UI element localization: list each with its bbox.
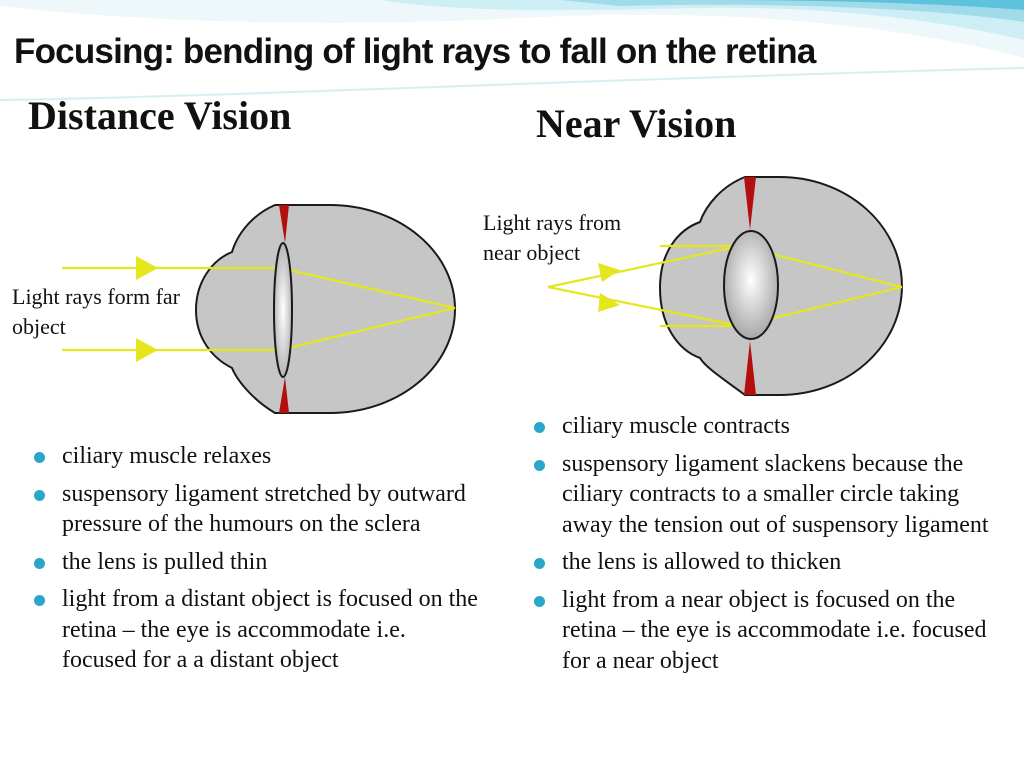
ray-arrow-icon <box>136 338 158 362</box>
thick-lens <box>723 230 779 340</box>
list-item: the lens is allowed to thicken <box>532 547 1002 578</box>
ciliary-muscle-top <box>744 177 756 230</box>
near-vision-eye-diagram <box>547 176 903 396</box>
near-object-ray-label: Light rays from near object <box>483 210 622 265</box>
header-wave-decoration <box>0 0 1024 101</box>
ray-arrow-icon <box>136 256 158 280</box>
ciliary-muscle-top <box>279 205 289 243</box>
list-item: the lens is pulled thin <box>32 547 482 578</box>
distance-light-rays <box>62 266 456 352</box>
near-vision-heading: Near Vision <box>536 101 737 146</box>
distance-eyeball <box>194 204 456 414</box>
list-item: light from a near object is focused on t… <box>532 585 1002 677</box>
list-item: ciliary muscle relaxes <box>32 441 482 472</box>
distance-vision-heading: Distance Vision <box>28 93 292 138</box>
distance-vision-eye-diagram <box>62 204 456 414</box>
ray-arrow-icon <box>598 293 620 312</box>
list-item: light from a distant object is focused o… <box>32 584 482 676</box>
list-item: ciliary muscle contracts <box>532 411 1002 442</box>
list-item: suspensory ligament stretched by outward… <box>32 479 482 540</box>
distance-vision-bullets: ciliary muscle relaxes suspensory ligame… <box>32 441 482 683</box>
ray-arrow-icon <box>598 263 620 282</box>
thin-lens <box>273 242 293 378</box>
ciliary-muscle-bottom <box>744 341 756 395</box>
near-vision-bullets: ciliary muscle contracts suspensory liga… <box>532 411 1002 683</box>
far-object-ray-label: Light rays form far object <box>12 284 180 339</box>
list-item: suspensory ligament slackens because the… <box>532 449 1002 541</box>
slide-title: Focusing: bending of light rays to fall … <box>14 32 816 71</box>
near-eyeball <box>658 176 903 396</box>
ciliary-muscle-bottom <box>279 377 289 413</box>
